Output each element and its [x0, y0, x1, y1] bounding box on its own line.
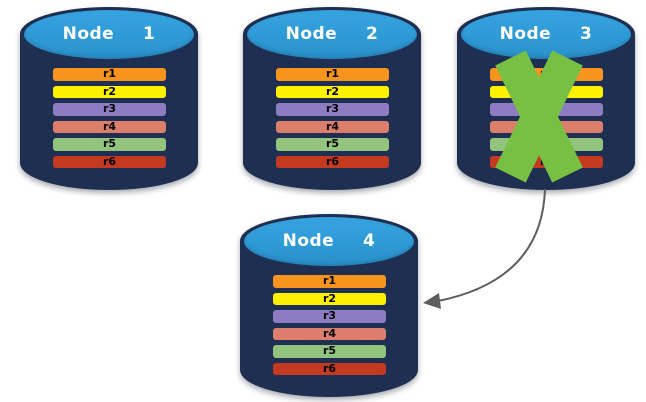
replica-row: r5	[275, 137, 390, 152]
replica-row: r3	[52, 102, 167, 117]
node-3-cylinder: Node 3 r1 r2 r3 r4 r5 r6	[457, 7, 635, 190]
replica-row: r3	[275, 102, 390, 117]
arrow-head-icon	[423, 293, 441, 309]
replica-row: r1	[275, 67, 390, 82]
node-title: Node 4	[282, 230, 376, 251]
replica-row: r4	[272, 326, 387, 341]
replica-row: r6	[272, 361, 387, 376]
replica-row: r6	[52, 154, 167, 169]
node-2-cylinder: Node 2 r1 r2 r3 r4 r5 r6	[243, 7, 421, 190]
arrow-curve	[437, 188, 546, 302]
replica-row: r5	[272, 344, 387, 359]
replica-row: r5	[52, 137, 167, 152]
node-1-cylinder: Node 1 r1 r2 r3 r4 r5 r6	[20, 7, 198, 190]
replica-row: r2	[52, 84, 167, 99]
replica-row: r2	[272, 291, 387, 306]
node-title: Node 3	[499, 23, 593, 44]
replica-stack: r1 r2 r3 r4 r5 r6	[275, 67, 390, 169]
replica-row: r2	[275, 84, 390, 99]
node-title: Node 1	[62, 23, 156, 44]
cylinder-cap: Node 4	[244, 217, 414, 266]
replica-stack: r1 r2 r3 r4 r5 r6	[52, 67, 167, 169]
cylinder-cap: Node 3	[461, 10, 631, 59]
replica-stack: r1 r2 r3 r4 r5 r6	[272, 274, 387, 376]
replica-row: r1	[52, 67, 167, 82]
cylinder-cap: Node 1	[24, 10, 194, 59]
cylinder-cap: Node 2	[247, 10, 417, 59]
replica-row: r3	[272, 309, 387, 324]
replica-row: r4	[52, 119, 167, 134]
failure-x-icon	[495, 50, 583, 183]
replica-row: r6	[275, 154, 390, 169]
node-title: Node 2	[285, 23, 379, 44]
replica-row: r4	[275, 119, 390, 134]
replica-row: r1	[272, 274, 387, 289]
node-4-cylinder: Node 4 r1 r2 r3 r4 r5 r6	[240, 214, 418, 397]
